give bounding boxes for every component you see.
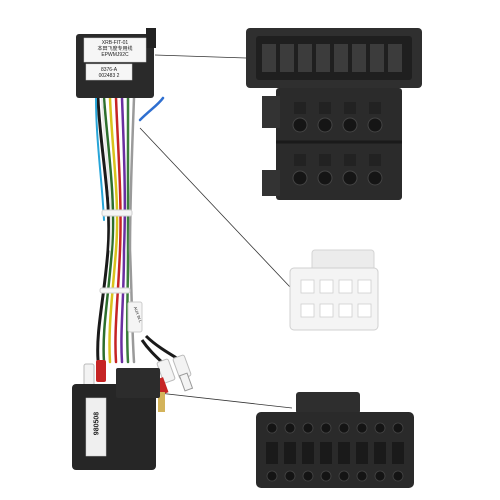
- top-module-sticker: 8376-A 002483 2: [88, 67, 130, 79]
- bottom-module-label: 980508: [93, 411, 101, 436]
- top-module-label: XRB-FIT-01 本田飞度专用线 EPWMJ92C: [86, 40, 144, 58]
- top-module-sticker-line: 8376-A: [100, 67, 118, 73]
- white-connector: [289, 249, 379, 331]
- top-module: [76, 28, 156, 98]
- radio-connector: [256, 392, 414, 488]
- top-module-label-line: XRB-FIT-01: [101, 40, 129, 46]
- cable-tie: [99, 287, 131, 294]
- top-module-label-line: EPWMJ92C: [101, 52, 129, 58]
- bottom-module: [72, 368, 160, 470]
- leader-line-top: [154, 54, 247, 59]
- top-module-sticker-line: 002483 2: [98, 73, 120, 79]
- iso-connector: [246, 28, 422, 200]
- top-module-label-line: 本田飞度专用线: [97, 46, 133, 52]
- cable-tie: [101, 209, 133, 217]
- leader-line-middle: [139, 127, 291, 288]
- aux-tag: [127, 301, 143, 333]
